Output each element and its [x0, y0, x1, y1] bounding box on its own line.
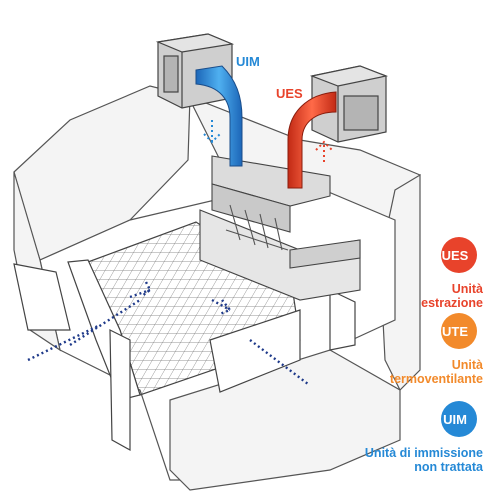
counter-top: [289, 239, 361, 269]
ues-badge: [441, 237, 477, 273]
ute-badge: [441, 313, 477, 349]
uim-badge-code: UIM: [443, 411, 467, 427]
legend-ues-line1: Unità: [451, 282, 483, 296]
kitchen-equipment: [199, 155, 361, 301]
front-door: [109, 329, 131, 452]
uim-badge: [441, 401, 477, 437]
hood: [211, 155, 331, 207]
floor-airflow-lines: [27, 281, 309, 385]
partition-panels: [13, 259, 356, 452]
ues-badge-code: UES: [441, 247, 469, 263]
legend-ute-line1: Unità: [451, 358, 483, 372]
right-door: [329, 289, 356, 351]
legend-uim-line1: Unità di immissione: [364, 446, 483, 460]
ues-duct-label: UES: [276, 86, 303, 101]
legend-uim-text: Unità di immissione non trattata: [365, 446, 483, 474]
ues-rooftop-unit: [309, 65, 389, 143]
legend-ute-text: Unità termoventilante: [390, 358, 483, 386]
ute-badge-code: UTE: [442, 323, 468, 339]
hood-front: [211, 183, 291, 233]
uim-duct-label: UIM: [236, 54, 260, 69]
left-door: [13, 263, 71, 331]
legend-ues-line2: estrazione: [421, 296, 483, 310]
front-partition: [209, 309, 301, 393]
uim-duct: [195, 65, 243, 167]
uim-airflow-arrow: [203, 120, 221, 144]
legend-ute-line2: termoventilante: [389, 372, 483, 386]
ues-airflow-arrow: [315, 140, 333, 162]
legend-ues-text: Unità estrazione: [421, 282, 483, 310]
ues-duct: [287, 91, 337, 189]
cooking-utensils: [225, 204, 289, 251]
legend-uim-line2: non trattata: [414, 460, 483, 474]
